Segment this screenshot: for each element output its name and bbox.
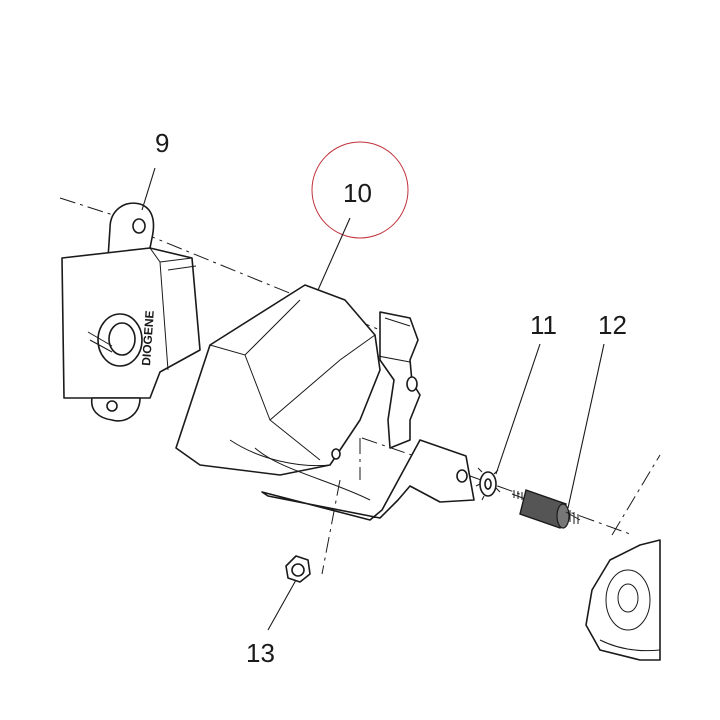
part-13-flange-nut	[285, 555, 311, 583]
callout-11: 11	[530, 310, 557, 340]
callout-13: 13	[246, 638, 275, 668]
part-11-lock-washer	[475, 467, 501, 501]
adjacent-component	[585, 539, 661, 661]
part-9-housing: DIOGENE	[61, 202, 201, 422]
callout-9: 9	[155, 128, 169, 158]
part-12-threaded-spacer	[511, 489, 581, 529]
highlight-circle	[311, 141, 409, 239]
callout-10: 10	[343, 178, 372, 208]
callout-12: 12	[598, 310, 627, 340]
housing-brand-label: DIOGENE	[139, 310, 157, 366]
leader-lines	[141, 167, 605, 631]
part-10-bracket-assembly	[175, 284, 475, 521]
